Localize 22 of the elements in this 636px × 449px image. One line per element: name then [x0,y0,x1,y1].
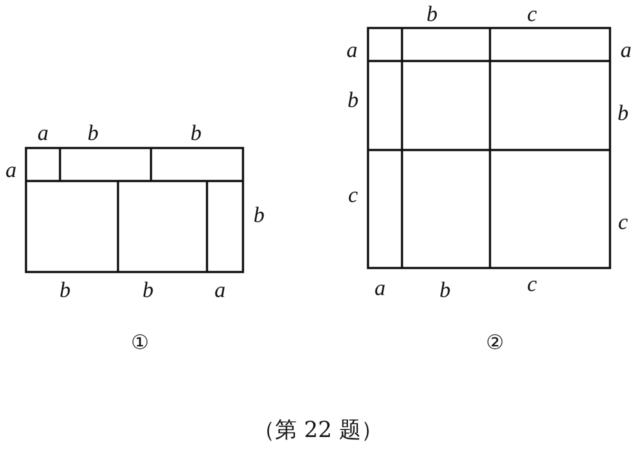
dimension-label: a [214,279,226,301]
dimension-label: b [142,279,154,301]
dimension-label: c [527,273,537,295]
dimension-label: b [426,3,438,25]
figure-number: ① [131,332,149,352]
dimension-label: b [88,122,98,144]
dimension-label: c [618,211,628,233]
dimension-label: b [348,89,358,111]
dimension-label: a [620,39,632,61]
dimension-label: c [348,184,358,206]
dimension-label: b [60,279,70,301]
dimension-label: a [346,39,358,61]
dimension-label: b [254,204,264,226]
dimension-label: a [38,122,48,144]
dimension-label: b [440,279,450,301]
dimension-label: c [527,3,537,25]
dimension-label: a [6,159,16,181]
figure-number: ② [486,332,504,352]
dimension-label: b [618,102,628,124]
caption: （第 22 题） [253,417,383,445]
dimension-label: b [190,122,202,144]
dimension-label: a [374,277,386,299]
